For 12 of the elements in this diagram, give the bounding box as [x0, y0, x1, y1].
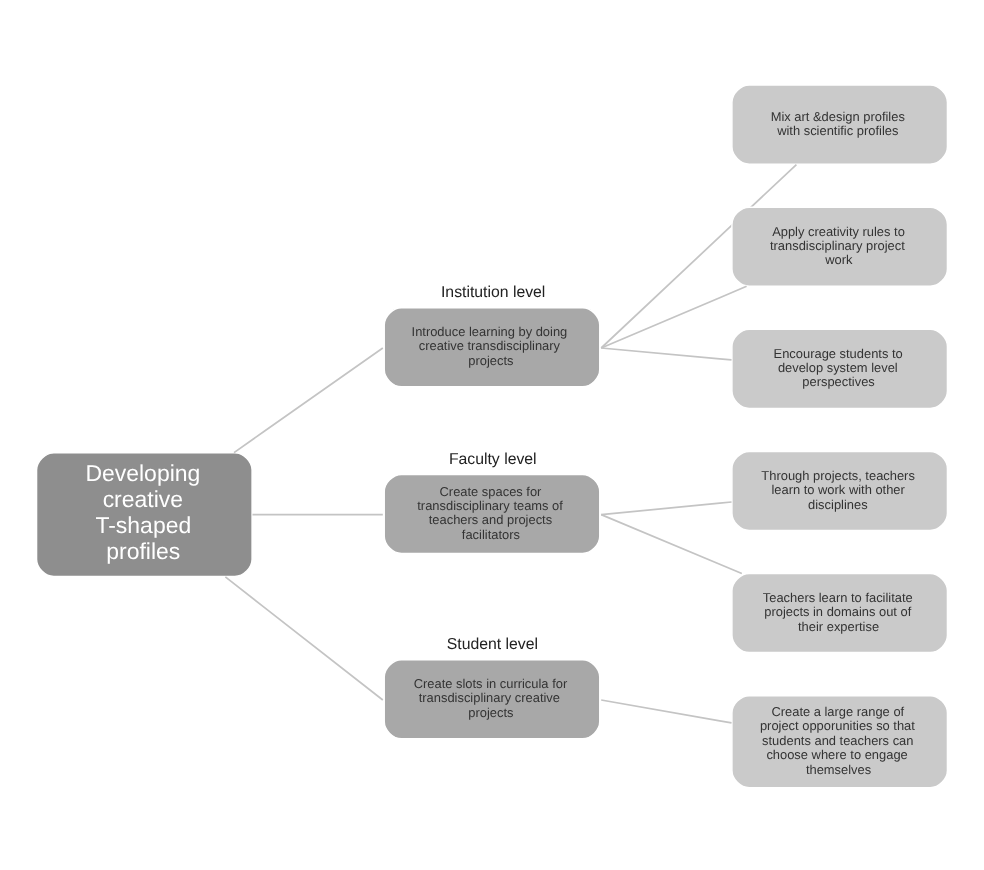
connector [251, 512, 384, 515]
connector [600, 698, 733, 723]
connector [224, 575, 384, 700]
node-label: Student level [446, 634, 538, 653]
connector [600, 284, 748, 348]
connector [600, 162, 798, 348]
connector [600, 500, 733, 515]
connector [600, 346, 733, 360]
node-label: Faculty level [448, 449, 537, 468]
connector [233, 346, 384, 453]
node-label: Institution level [441, 282, 546, 301]
connector [600, 512, 743, 574]
